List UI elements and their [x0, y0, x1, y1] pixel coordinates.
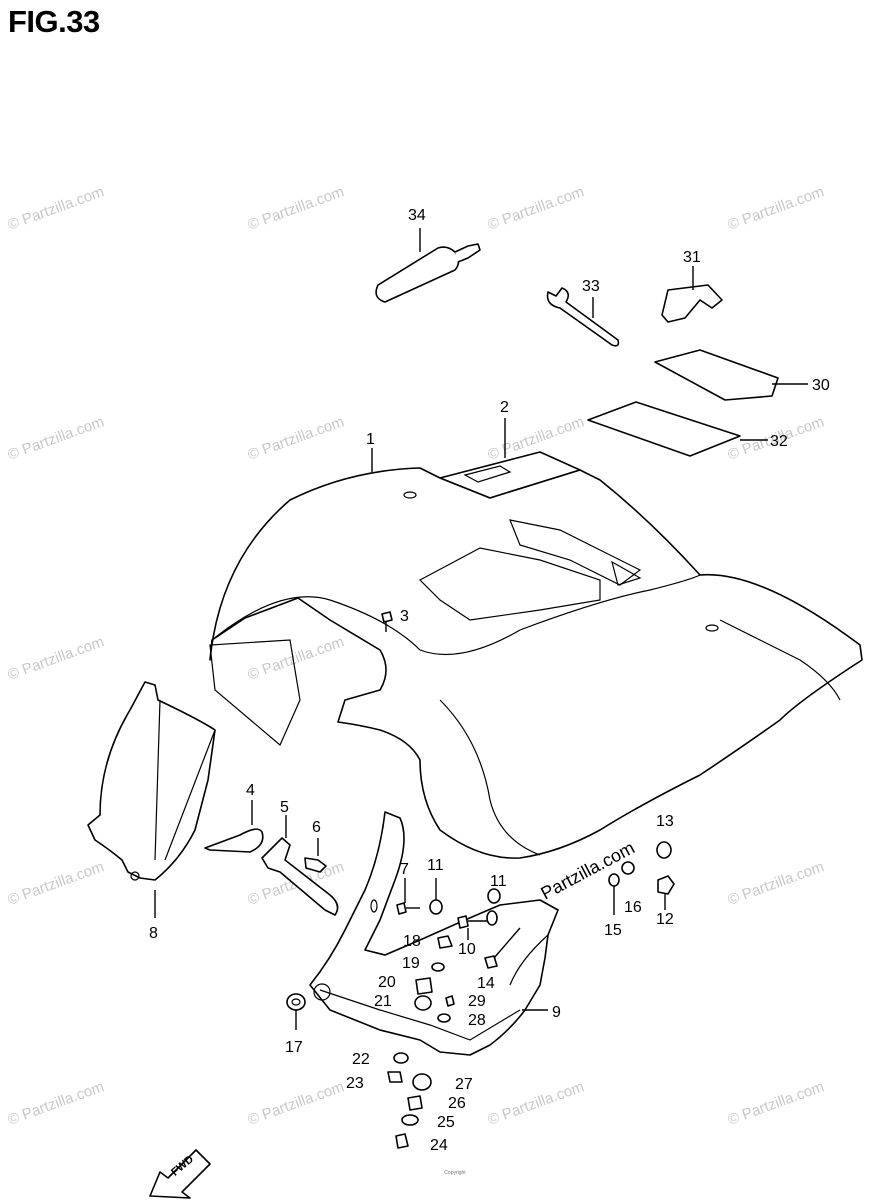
callout-7: 7	[400, 861, 409, 878]
callout-20: 20	[378, 974, 396, 991]
watermark: © Partzilla.com	[246, 183, 347, 234]
callout-26: 26	[448, 1095, 466, 1112]
callout-13: 13	[656, 813, 674, 830]
callout-9: 9	[552, 1004, 561, 1021]
callout-24: 24	[430, 1137, 448, 1154]
callout-31: 31	[683, 249, 701, 266]
part-25-washer	[401, 1114, 419, 1126]
part-30-tool-case	[654, 349, 808, 401]
callout-22: 22	[352, 1051, 370, 1068]
callout-34: 34	[408, 207, 426, 224]
part-31-strap	[661, 266, 723, 323]
part-23-nut	[387, 1071, 403, 1083]
part-26-collar	[407, 1095, 423, 1111]
watermark: © Partzilla.com	[246, 1078, 347, 1129]
part-21-grommet	[414, 995, 432, 1011]
part-8-mud-flap	[87, 681, 216, 918]
callout-32: 32	[770, 433, 788, 450]
part-11-washer-2	[487, 888, 501, 904]
hardware-group	[286, 841, 675, 1149]
callout-16: 16	[624, 899, 642, 916]
part-24-bolt	[395, 1133, 409, 1149]
callout-23: 23	[346, 1075, 364, 1092]
callout-11: 11	[427, 857, 444, 874]
watermark: © Partzilla.com	[486, 1078, 587, 1129]
watermark: © Partzilla.com	[726, 858, 827, 909]
copyright-note: Copyright	[444, 1170, 466, 1176]
watermark: © Partzilla.com	[6, 413, 107, 464]
callout-33: 33	[582, 278, 600, 295]
part-27-grommet	[412, 1073, 432, 1091]
watermark: © Partzilla.com	[246, 413, 347, 464]
watermark: © Partzilla.com	[726, 1078, 827, 1129]
part-32-manual-sheet	[587, 401, 768, 457]
part-22-washer	[393, 1052, 409, 1064]
callout-4: 4	[246, 782, 255, 799]
callout-14: 14	[477, 975, 495, 992]
callout-12: 12	[656, 911, 674, 928]
watermark: © Partzilla.com	[6, 858, 107, 909]
watermark: © Partzilla.com	[6, 183, 107, 234]
part-3-bolt	[381, 611, 393, 632]
watermark: © Partzilla.com	[486, 183, 587, 234]
callout-3: 3	[400, 608, 409, 625]
callout-10: 10	[458, 941, 476, 958]
part-34-tool-bag	[375, 228, 481, 303]
callout-19: 19	[402, 955, 420, 972]
watermark: © Partzilla.com	[726, 183, 827, 234]
forward-arrow-icon	[149, 1149, 211, 1199]
part-1-rear-fender	[209, 448, 863, 859]
part-4-bracket	[204, 800, 264, 853]
part-18-bolt	[437, 935, 453, 949]
callout-5: 5	[280, 799, 289, 816]
callout-1: 1	[366, 431, 375, 448]
part-16-nut	[621, 861, 635, 875]
part-11-washer	[429, 899, 443, 915]
part-10-bolt	[457, 915, 469, 929]
part-12-clip	[657, 875, 675, 895]
part-6-bolt	[304, 838, 327, 873]
callout-11b: 11	[490, 873, 507, 890]
part-20-collar	[415, 977, 433, 995]
callout-27: 27	[455, 1076, 473, 1093]
callout-17: 17	[285, 1039, 303, 1056]
callout-6: 6	[312, 819, 321, 836]
callout-8: 8	[149, 925, 158, 942]
part-13-grommet	[656, 841, 672, 859]
callout-30: 30	[812, 377, 830, 394]
callout-layer: 34 33 31 30 2 32 1 3 4 5 6 8 7 11 11 13 …	[149, 207, 830, 1154]
part-9-mud-guard	[309, 811, 559, 1056]
callout-21: 21	[374, 993, 392, 1010]
part-14-screw	[484, 955, 498, 969]
callout-29: 29	[468, 993, 486, 1010]
part-29-nut	[445, 995, 455, 1007]
part-7-screw	[396, 902, 407, 915]
callout-18: 18	[403, 933, 421, 950]
part-28-washer	[437, 1013, 451, 1023]
callout-28: 28	[468, 1012, 486, 1029]
figure-title: FIG.33	[8, 4, 100, 39]
watermark: © Partzilla.com	[6, 633, 107, 684]
callout-15: 15	[604, 922, 622, 939]
watermark: © Partzilla.com	[6, 1078, 107, 1129]
part-15-washer	[608, 873, 620, 887]
callout-2: 2	[500, 399, 509, 416]
part-17-cushion	[286, 993, 306, 1011]
part-33-spanner	[546, 287, 620, 347]
callout-25: 25	[437, 1114, 455, 1131]
part-5-stay	[261, 815, 339, 916]
part-19-washer	[431, 962, 445, 972]
